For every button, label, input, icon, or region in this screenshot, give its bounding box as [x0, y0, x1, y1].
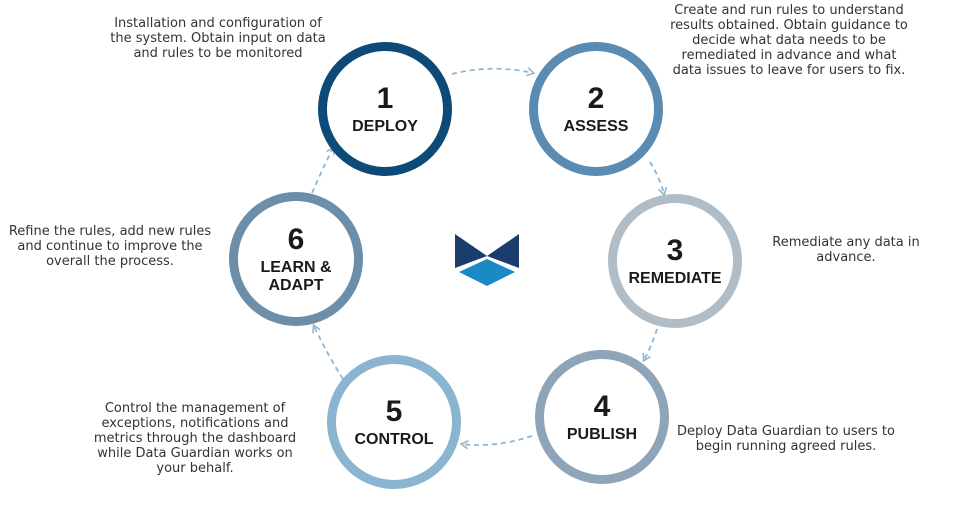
arrow-deploy-to-assess	[451, 67, 536, 77]
step-deploy: 1 DEPLOY	[318, 42, 452, 176]
step-number: 4	[593, 389, 611, 423]
arrow-learn-to-deploy	[311, 145, 335, 194]
arrow-remediate-to-publish	[642, 328, 658, 363]
step-label: REMEDIATE	[628, 269, 722, 287]
step-learn-adapt-description: Refine the rules, add new rules and cont…	[8, 224, 212, 269]
step-deploy-description: Installation and configuration of the sy…	[110, 16, 326, 61]
step-number: 1	[376, 81, 394, 115]
step-assess: 2 ASSESS	[529, 42, 663, 176]
step-publish-description: Deploy Data Guardian to users to begin r…	[677, 424, 895, 454]
step-control-description: Control the management of exceptions, no…	[93, 401, 297, 476]
step-remediate: 3 REMEDIATE	[608, 194, 742, 328]
step-label: LEARN & ADAPT	[260, 258, 332, 294]
step-label: CONTROL	[354, 430, 434, 448]
data-guardian-logo-icon	[455, 234, 519, 286]
step-assess-description: Create and run rules to understand resul…	[670, 3, 908, 78]
step-remediate-description: Remediate any data in advance.	[772, 235, 920, 265]
step-number: 2	[587, 81, 605, 115]
step-learn-adapt: 6 LEARN & ADAPT	[229, 192, 363, 326]
step-label: PUBLISH	[566, 425, 638, 443]
arrow-assess-to-remediate	[649, 161, 668, 197]
step-publish: 4 PUBLISH	[535, 350, 669, 484]
arrow-control-to-learn	[312, 323, 344, 380]
step-label: DEPLOY	[352, 117, 418, 135]
step-number: 6	[287, 222, 305, 256]
step-number: 5	[385, 394, 403, 428]
step-control: 5 CONTROL	[327, 355, 461, 489]
step-label: ASSESS	[563, 117, 629, 135]
arrow-publish-to-control	[459, 435, 533, 450]
step-number: 3	[666, 233, 684, 267]
